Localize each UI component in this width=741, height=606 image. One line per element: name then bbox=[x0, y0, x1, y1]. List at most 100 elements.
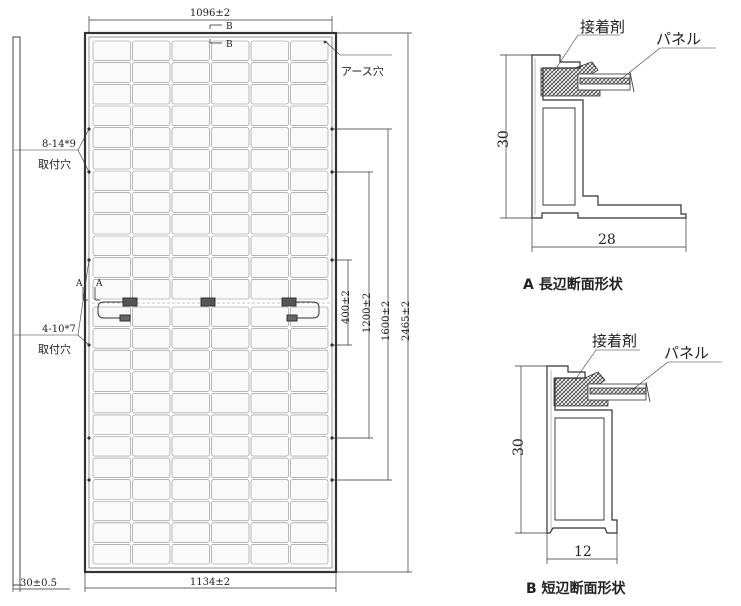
solar-cell bbox=[171, 393, 210, 414]
junction-box-left bbox=[122, 297, 138, 307]
solar-cell bbox=[211, 414, 250, 435]
solar-cell bbox=[250, 235, 289, 256]
dim-top bbox=[88, 16, 333, 33]
solar-cell bbox=[132, 500, 171, 522]
section-a-dims bbox=[500, 54, 687, 252]
dim-bottom-width: 1134±2 bbox=[190, 577, 230, 588]
solar-cell bbox=[171, 328, 210, 349]
solar-cell bbox=[211, 257, 250, 278]
solar-cell bbox=[211, 235, 250, 256]
solar-cell bbox=[171, 436, 210, 457]
section-b-profile: 接着剤 パネル 30 12 bbox=[511, 332, 722, 564]
label-mount-small-size: 4-10*7 bbox=[42, 324, 76, 335]
solar-cell bbox=[132, 479, 171, 500]
cell-grid bbox=[92, 40, 329, 565]
solar-cell bbox=[132, 40, 171, 61]
solar-cell bbox=[250, 84, 289, 105]
front-view: 1096±2 B B アース穴 8-14*9 取付穴 4-10*7 取付穴 A … bbox=[12, 8, 412, 592]
solar-cell bbox=[290, 235, 329, 256]
solar-cell bbox=[92, 170, 131, 191]
section-a-mark-left: A bbox=[75, 279, 83, 289]
section-a-dim-width: 28 bbox=[598, 232, 616, 248]
solar-cell bbox=[92, 105, 131, 126]
solar-cell bbox=[290, 149, 329, 170]
solar-cell bbox=[132, 328, 171, 349]
solar-cell bbox=[92, 457, 131, 478]
solar-cell bbox=[171, 235, 210, 256]
solar-cell bbox=[250, 371, 289, 392]
mounting-holes bbox=[87, 40, 334, 482]
solar-cell bbox=[92, 279, 131, 300]
solar-cell bbox=[211, 192, 250, 213]
solar-cell bbox=[211, 279, 250, 300]
solar-cell bbox=[171, 371, 210, 392]
solar-cell bbox=[290, 479, 329, 500]
solar-cell bbox=[92, 479, 131, 500]
solar-cell bbox=[132, 393, 171, 414]
solar-cell bbox=[290, 62, 329, 83]
solar-cell bbox=[132, 149, 171, 170]
solar-cell bbox=[171, 457, 210, 478]
dim-top-width: 1096±2 bbox=[190, 8, 230, 19]
solar-cell bbox=[92, 127, 131, 148]
solar-cell bbox=[250, 500, 289, 522]
solar-cell bbox=[171, 306, 210, 327]
section-a-panel bbox=[577, 71, 635, 93]
solar-cell bbox=[250, 192, 289, 213]
solar-cell bbox=[132, 105, 171, 126]
solar-cell bbox=[171, 500, 210, 522]
solar-cell bbox=[132, 436, 171, 457]
solar-cell bbox=[290, 457, 329, 478]
section-a-label-adhesive: 接着剤 bbox=[580, 18, 625, 36]
solar-cell bbox=[92, 414, 131, 435]
solar-cell bbox=[290, 170, 329, 191]
section-b-dim-width: 12 bbox=[574, 544, 592, 560]
section-b-dim-height: 30 bbox=[511, 438, 527, 456]
solar-cell bbox=[211, 436, 250, 457]
solar-cell bbox=[132, 84, 171, 105]
solar-cell bbox=[250, 257, 289, 278]
solar-cell bbox=[132, 279, 171, 300]
solar-cell bbox=[290, 40, 329, 61]
solar-cell bbox=[92, 235, 131, 256]
solar-cell bbox=[132, 544, 171, 565]
solar-cell bbox=[290, 192, 329, 213]
solar-cell bbox=[250, 105, 289, 126]
solar-cell bbox=[290, 257, 329, 278]
solar-cell bbox=[290, 349, 329, 371]
solar-cell bbox=[290, 328, 329, 349]
solar-cell bbox=[92, 328, 131, 349]
solar-cell bbox=[290, 544, 329, 565]
solar-cell bbox=[132, 127, 171, 148]
solar-cell bbox=[250, 127, 289, 148]
solar-cell bbox=[290, 279, 329, 300]
solar-cell bbox=[92, 436, 131, 457]
solar-cell bbox=[132, 414, 171, 435]
solar-cell bbox=[250, 214, 289, 235]
section-b-dims bbox=[515, 365, 618, 564]
solar-cell bbox=[132, 257, 171, 278]
solar-cell bbox=[290, 393, 329, 414]
solar-cell bbox=[211, 149, 250, 170]
section-a-marker bbox=[82, 287, 100, 301]
label-mount-big: 取付穴 bbox=[38, 157, 71, 171]
solar-cell bbox=[250, 544, 289, 565]
solar-cell bbox=[92, 371, 131, 392]
section-b-panel bbox=[587, 381, 651, 403]
solar-cell bbox=[211, 328, 250, 349]
junction-box-center bbox=[200, 297, 216, 307]
solar-cell bbox=[132, 522, 171, 543]
solar-cell bbox=[290, 522, 329, 543]
solar-cell bbox=[211, 62, 250, 83]
label-mount-small: 取付穴 bbox=[38, 342, 71, 356]
module-frame bbox=[83, 31, 338, 574]
solar-cell bbox=[171, 479, 210, 500]
solar-cell bbox=[250, 328, 289, 349]
solar-cell bbox=[211, 214, 250, 235]
solar-cell bbox=[171, 84, 210, 105]
solar-cell bbox=[132, 192, 171, 213]
solar-cell bbox=[132, 371, 171, 392]
solar-cell bbox=[290, 127, 329, 148]
solar-cell bbox=[171, 257, 210, 278]
